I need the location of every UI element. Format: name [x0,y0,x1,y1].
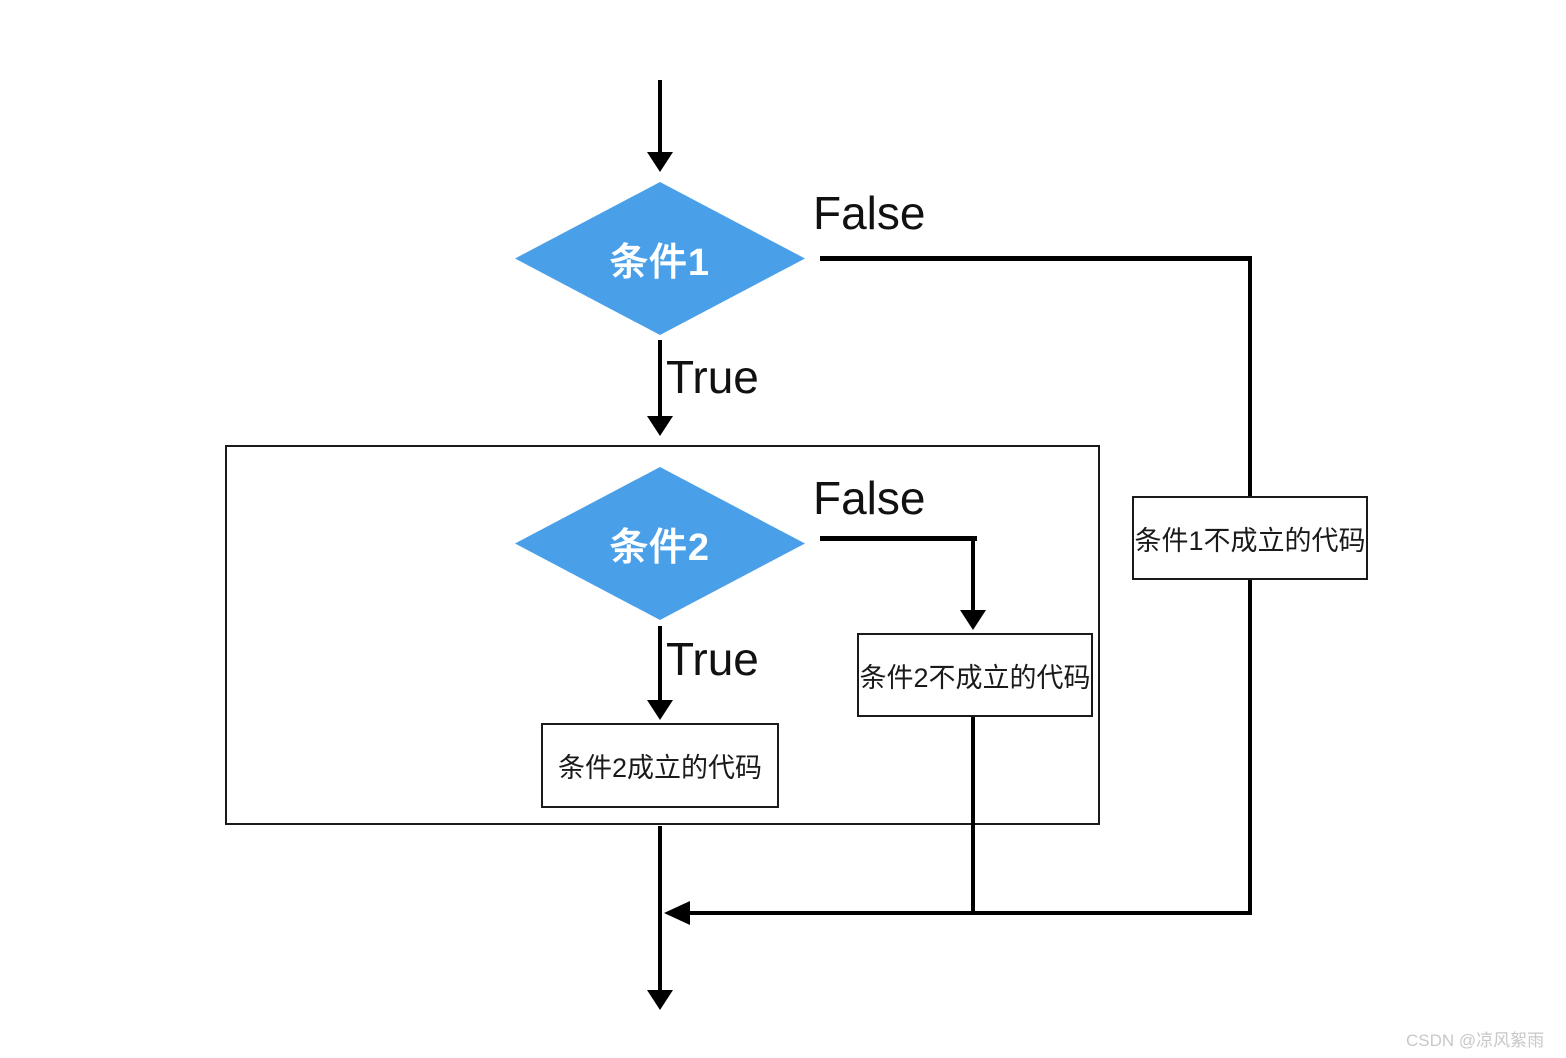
true2-arrowhead-icon [647,700,673,720]
false1-branch-hline [820,256,1252,261]
cond1-false-box-text: 条件1不成立的代码 [1134,525,1366,556]
entry-arrowhead-icon [647,152,673,172]
cond2-true-box-text: 条件2成立的代码 [557,753,763,783]
false2-branch-hline [820,536,977,541]
merge-hline [688,911,1252,915]
entry-arrow-line [658,80,662,154]
cond2-false-box: 条件2不成立的代码 [857,633,1093,717]
merge-arrowhead-icon [664,901,690,925]
decision1-diamond: 条件1 [515,182,805,335]
false1-branch-vline [1248,256,1252,915]
cond2-true-box: 条件2成立的代码 [541,723,779,808]
cond2-false-exit-line [971,717,975,915]
false2-branch-vline [971,536,975,612]
decision2-true-label: True [666,633,759,685]
false2-arrowhead-icon [960,610,986,630]
decision2-false-label: False [813,472,926,524]
decision2-label: 条件2 [609,527,711,569]
true2-arrow-line [658,626,662,702]
watermark: CSDN @凉风絮雨 [1406,1031,1545,1050]
exit-arrow-line [658,826,662,992]
decision1-true-label: True [666,351,759,403]
cond1-false-box: 条件1不成立的代码 [1132,496,1368,580]
cond1-true-scope-rect [225,445,1100,825]
cond2-false-box-text: 条件2不成立的代码 [859,662,1091,693]
decision1-label: 条件1 [609,242,711,284]
decision1-false-label: False [813,187,926,239]
exit-arrowhead-icon [647,990,673,1010]
true1-arrowhead-icon [647,416,673,436]
true1-arrow-line [658,340,662,418]
